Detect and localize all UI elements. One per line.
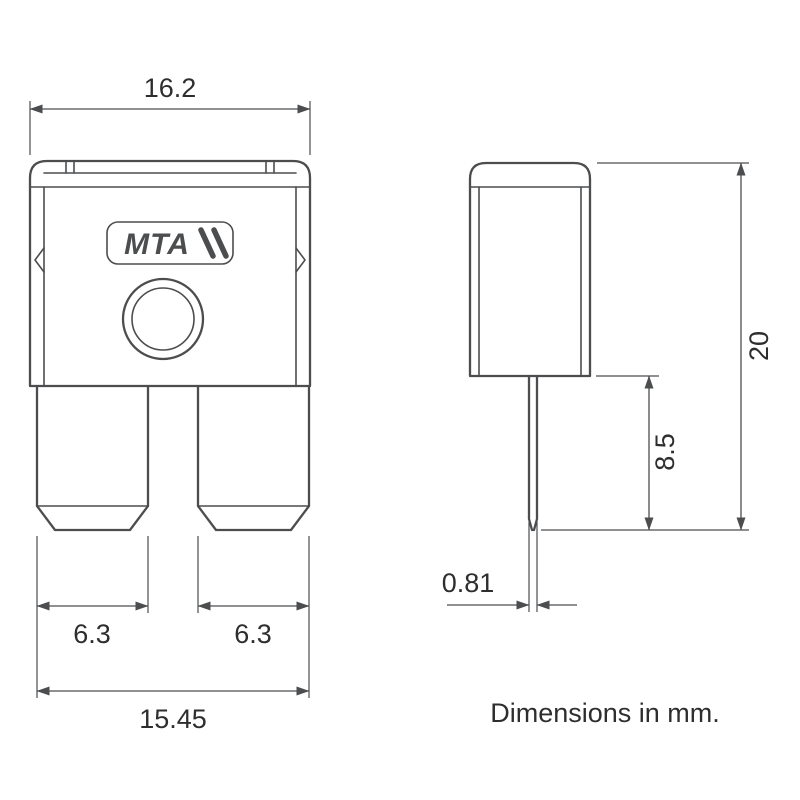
dimension-top-width: 16.2	[29, 73, 311, 155]
dim-label-blade-width-left: 6.3	[73, 619, 111, 649]
logo-text: MTA	[124, 228, 190, 261]
logo-slash-2	[211, 227, 229, 259]
dimension-blade-length: 8.5	[596, 375, 680, 531]
inspection-window-outer	[121, 277, 205, 361]
front-notch-left	[34, 247, 45, 273]
front-view: MTA	[28, 159, 312, 532]
dim-label-overall-height: 20	[744, 331, 774, 361]
front-notch-right	[295, 247, 306, 273]
inspection-window-inner	[131, 287, 195, 351]
dimension-overall-height: 20	[541, 162, 774, 531]
front-blade-right	[196, 384, 311, 532]
dim-label-top-width: 16.2	[144, 73, 197, 103]
dimension-blade-thickness: 0.81	[442, 522, 577, 612]
dimension-bottom-width: 15.45	[36, 686, 310, 734]
side-view	[468, 161, 592, 532]
side-blade	[527, 374, 539, 532]
dimension-blade-widths: 6.3 6.3	[36, 536, 310, 698]
dim-label-blade-thickness: 0.81	[442, 568, 495, 598]
front-blade-left	[35, 384, 150, 532]
dim-label-blade-width-right: 6.3	[234, 619, 272, 649]
logo-plate	[106, 221, 234, 265]
dim-label-blade-length: 8.5	[650, 433, 680, 471]
units-note: Dimensions in mm.	[490, 698, 720, 728]
dim-label-bottom-width: 15.45	[139, 704, 207, 734]
side-housing-outline	[468, 161, 592, 378]
logo-slash-1	[198, 227, 216, 259]
front-housing-outline	[28, 159, 312, 388]
